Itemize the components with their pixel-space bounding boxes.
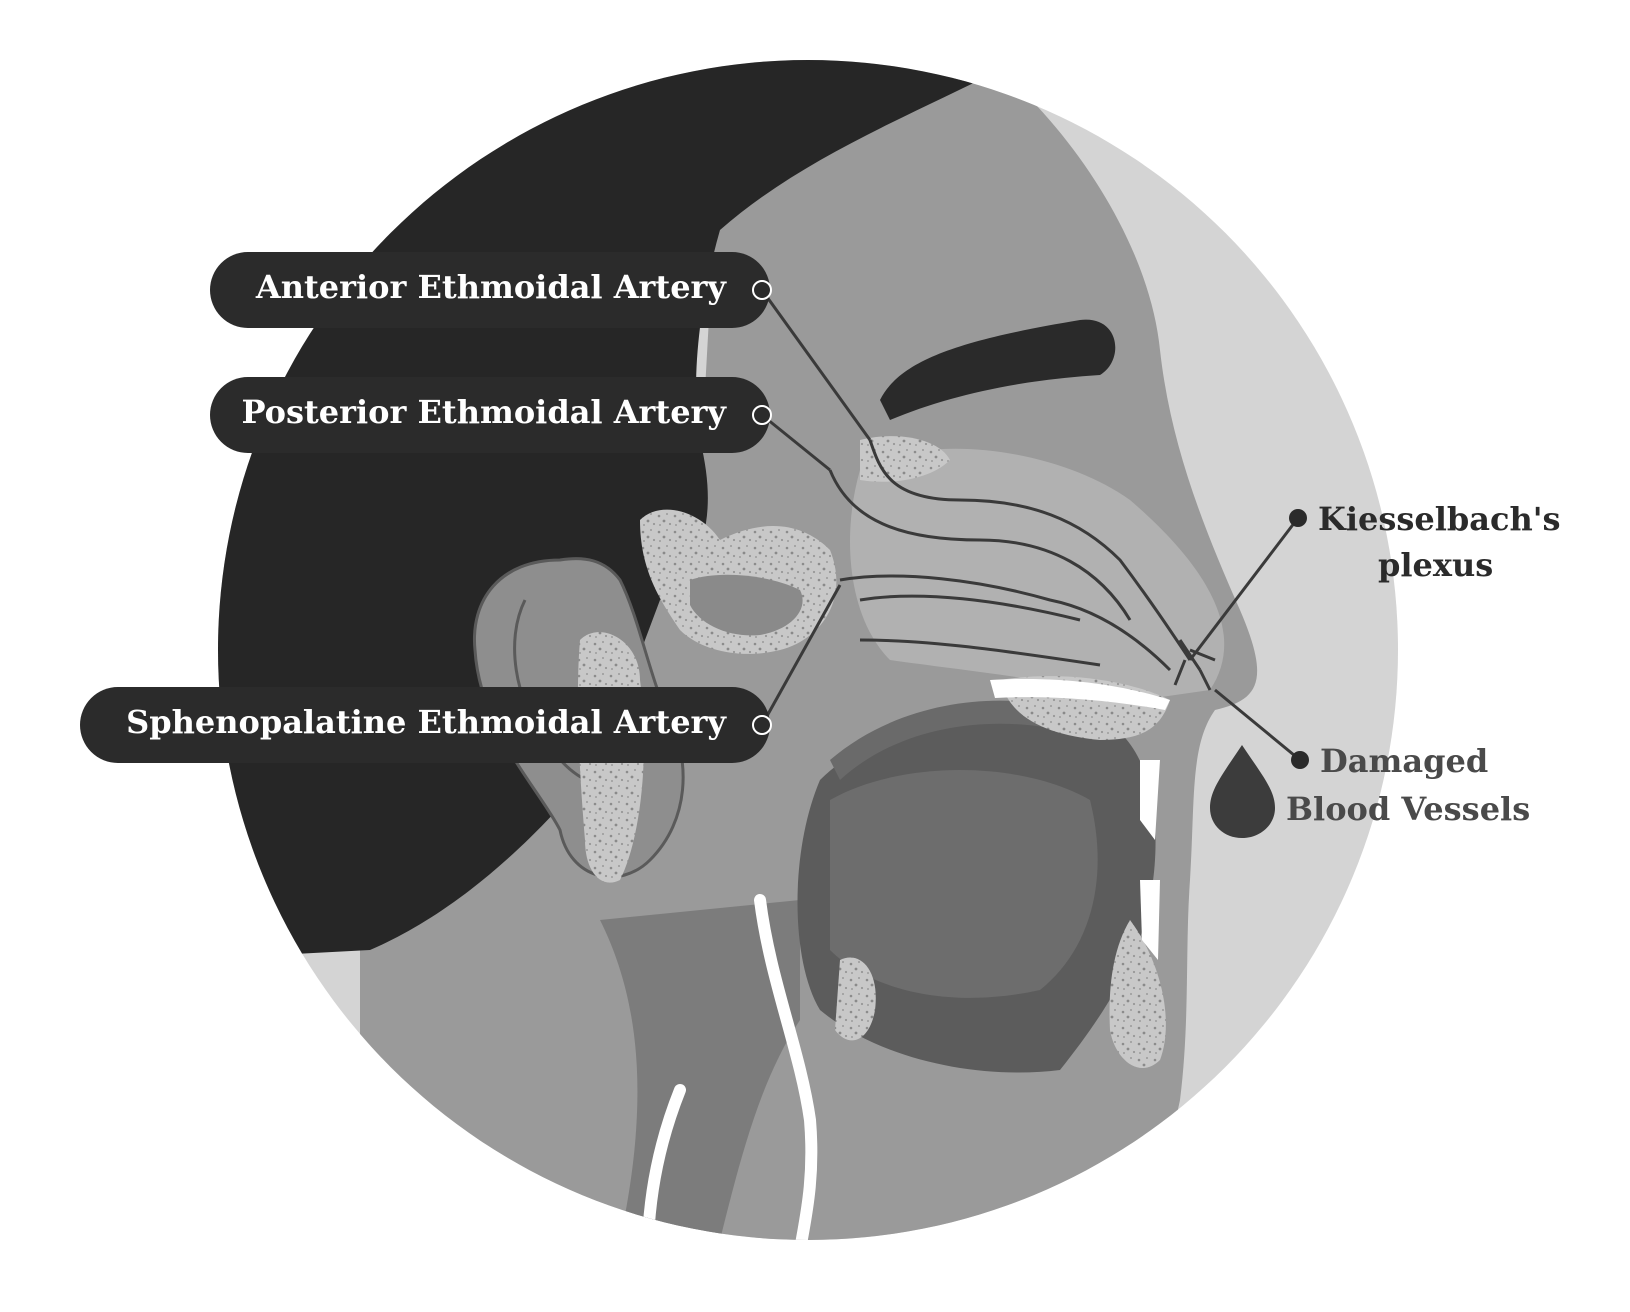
kiesselbach-branches — [1173, 639, 1216, 691]
kiesselbach-leader — [1188, 517, 1300, 661]
label-text: Posterior Ethmoidal Artery — [241, 393, 727, 431]
leader-lines — [760, 289, 1301, 762]
label-sphenopalatine-ethmoidal-artery: Sphenopalatine Ethmoidal Artery — [80, 687, 772, 763]
turbinate-2 — [859, 638, 1101, 667]
sphenopalatine-artery-path — [839, 574, 1172, 672]
posterior-artery-path — [828, 469, 1132, 621]
hard-palate — [990, 678, 1170, 710]
eyebrow — [880, 319, 1116, 420]
label-pill — [210, 377, 770, 453]
label-damaged-blood-vessels: Damaged Blood Vessels — [1286, 742, 1530, 828]
tongue — [830, 770, 1098, 998]
label-dot — [752, 405, 772, 425]
label-kiesselbachs-plexus: Kiesselbach's plexus — [1289, 500, 1561, 584]
label-text: Anterior Ethmoidal Artery — [255, 268, 727, 306]
hyoid-bone — [835, 957, 876, 1041]
label-anterior-ethmoidal-artery: Anterior Ethmoidal Artery — [210, 252, 772, 328]
posterior-leader — [761, 413, 831, 472]
label-text-line1: Damaged — [1320, 742, 1488, 780]
turbinate-1 — [859, 594, 1081, 622]
label-dot — [1289, 509, 1307, 527]
artery-network — [828, 439, 1216, 691]
head-illustration — [218, 60, 1258, 1240]
label-dot — [1291, 751, 1309, 769]
upper-tooth — [1140, 760, 1160, 840]
blood-drop-icon — [1210, 745, 1275, 838]
label-pill — [210, 252, 770, 328]
sphenoid-sinus — [690, 574, 803, 636]
label-dot — [752, 715, 772, 735]
anterior-leader — [760, 289, 872, 441]
neck-shadow — [600, 900, 800, 1240]
mandible-bone — [1109, 920, 1166, 1069]
label-text: Sphenopalatine Ethmoidal Artery — [126, 703, 727, 741]
label-text-line2: plexus — [1378, 546, 1493, 584]
sphenopalatine-leader — [760, 584, 842, 726]
label-dot — [752, 280, 772, 300]
label-posterior-ethmoidal-artery: Posterior Ethmoidal Artery — [210, 377, 772, 453]
label-pill — [80, 687, 770, 763]
damaged-leader — [1214, 688, 1301, 762]
anterior-artery-path — [868, 439, 1192, 661]
palate — [830, 700, 1070, 780]
label-text-line2: Blood Vessels — [1286, 790, 1530, 828]
label-text-line1: Kiesselbach's — [1318, 500, 1561, 538]
lower-tooth — [1140, 880, 1160, 960]
trachea-line — [754, 894, 818, 1240]
